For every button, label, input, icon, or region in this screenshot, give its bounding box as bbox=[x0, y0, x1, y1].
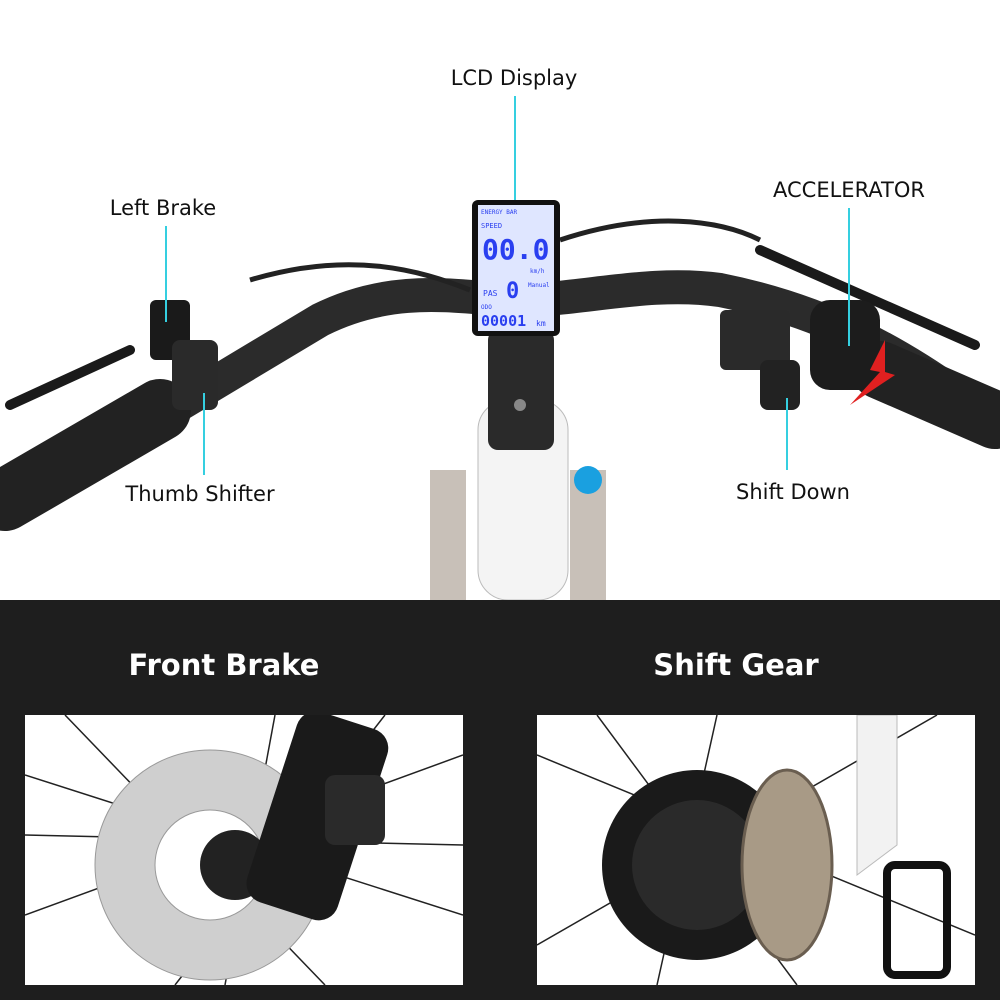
cable bbox=[249, 262, 471, 293]
lcd-odo-value: 00001 bbox=[481, 312, 526, 330]
frame-stay bbox=[856, 715, 898, 876]
lcd-speed-value: 00.0 bbox=[482, 233, 549, 266]
fork-adjuster bbox=[574, 466, 602, 494]
leader-line-lcd bbox=[514, 96, 516, 200]
callout-accelerator: ACCELERATOR bbox=[773, 178, 925, 202]
shift-gear-illustration bbox=[537, 715, 975, 985]
leader-line-thumb-shifter bbox=[203, 393, 205, 475]
lcd-energy-label: ENERGY BAR bbox=[481, 209, 518, 216]
accelerator-throttle bbox=[810, 300, 880, 390]
handlebar-photo: ENERGY BAR SPEED 00.0 km/h PAS 0 Manual … bbox=[0, 66, 1000, 601]
fork-left bbox=[430, 470, 466, 600]
leader-line-shift-down bbox=[786, 398, 788, 470]
heading-front-brake: Front Brake bbox=[128, 648, 320, 682]
lcd-pas-label: PAS bbox=[483, 289, 498, 298]
lcd-odo-label: ODO bbox=[481, 304, 492, 311]
lcd-screen bbox=[478, 205, 554, 331]
callout-lcd-display: LCD Display bbox=[450, 66, 578, 90]
lcd-odo-unit: km bbox=[536, 319, 546, 328]
front-brake-photo bbox=[25, 715, 463, 985]
accelerator-arrow bbox=[850, 340, 895, 405]
leader-line-left-brake bbox=[165, 226, 167, 322]
shift-gear-photo bbox=[537, 715, 975, 985]
handlebar-illustration: ENERGY BAR SPEED 00.0 km/h PAS 0 Manual … bbox=[0, 200, 1000, 601]
brake-caliper bbox=[325, 775, 385, 845]
callout-thumb-shifter: Thumb Shifter bbox=[125, 482, 275, 506]
lcd-speed-label: SPEED bbox=[481, 222, 502, 230]
right-grip bbox=[851, 341, 1000, 449]
stem-bolt bbox=[514, 399, 526, 411]
cassette bbox=[740, 768, 834, 962]
callout-left-brake: Left Brake bbox=[109, 196, 217, 220]
lcd-speed-unit: km/h bbox=[530, 268, 545, 275]
detail-section: Front Brake Shift Gear bbox=[0, 600, 1000, 1000]
cable bbox=[559, 218, 762, 243]
left-grip bbox=[0, 379, 191, 531]
left-brake-lever bbox=[5, 345, 135, 410]
front-brake-illustration bbox=[25, 715, 463, 985]
right-brake-lever bbox=[755, 245, 980, 350]
lcd-mode-label: Manual bbox=[528, 282, 550, 289]
fork-leg bbox=[246, 715, 389, 921]
callout-shift-down: Shift Down bbox=[736, 480, 850, 504]
thumb-shifter bbox=[172, 340, 218, 410]
leader-line-accelerator bbox=[848, 208, 850, 346]
heading-shift-gear: Shift Gear bbox=[653, 648, 819, 682]
kickstand bbox=[883, 861, 951, 979]
shift-down-lever bbox=[760, 360, 800, 410]
lcd-pas-value: 0 bbox=[506, 279, 519, 304]
gear-shifter bbox=[720, 310, 790, 370]
stem bbox=[488, 330, 554, 450]
